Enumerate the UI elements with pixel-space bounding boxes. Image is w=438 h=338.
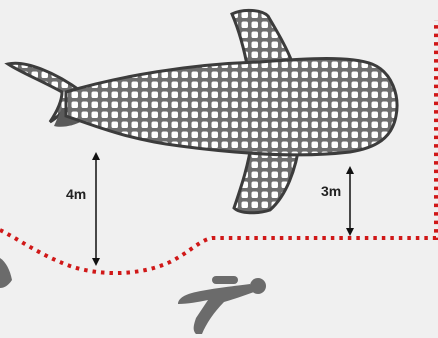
distance-label-far: 3m xyxy=(321,183,341,199)
diver-icon xyxy=(178,276,266,334)
shark-body xyxy=(66,59,397,155)
diver-icon xyxy=(0,258,12,288)
distance-label-near: 4m xyxy=(66,186,86,202)
